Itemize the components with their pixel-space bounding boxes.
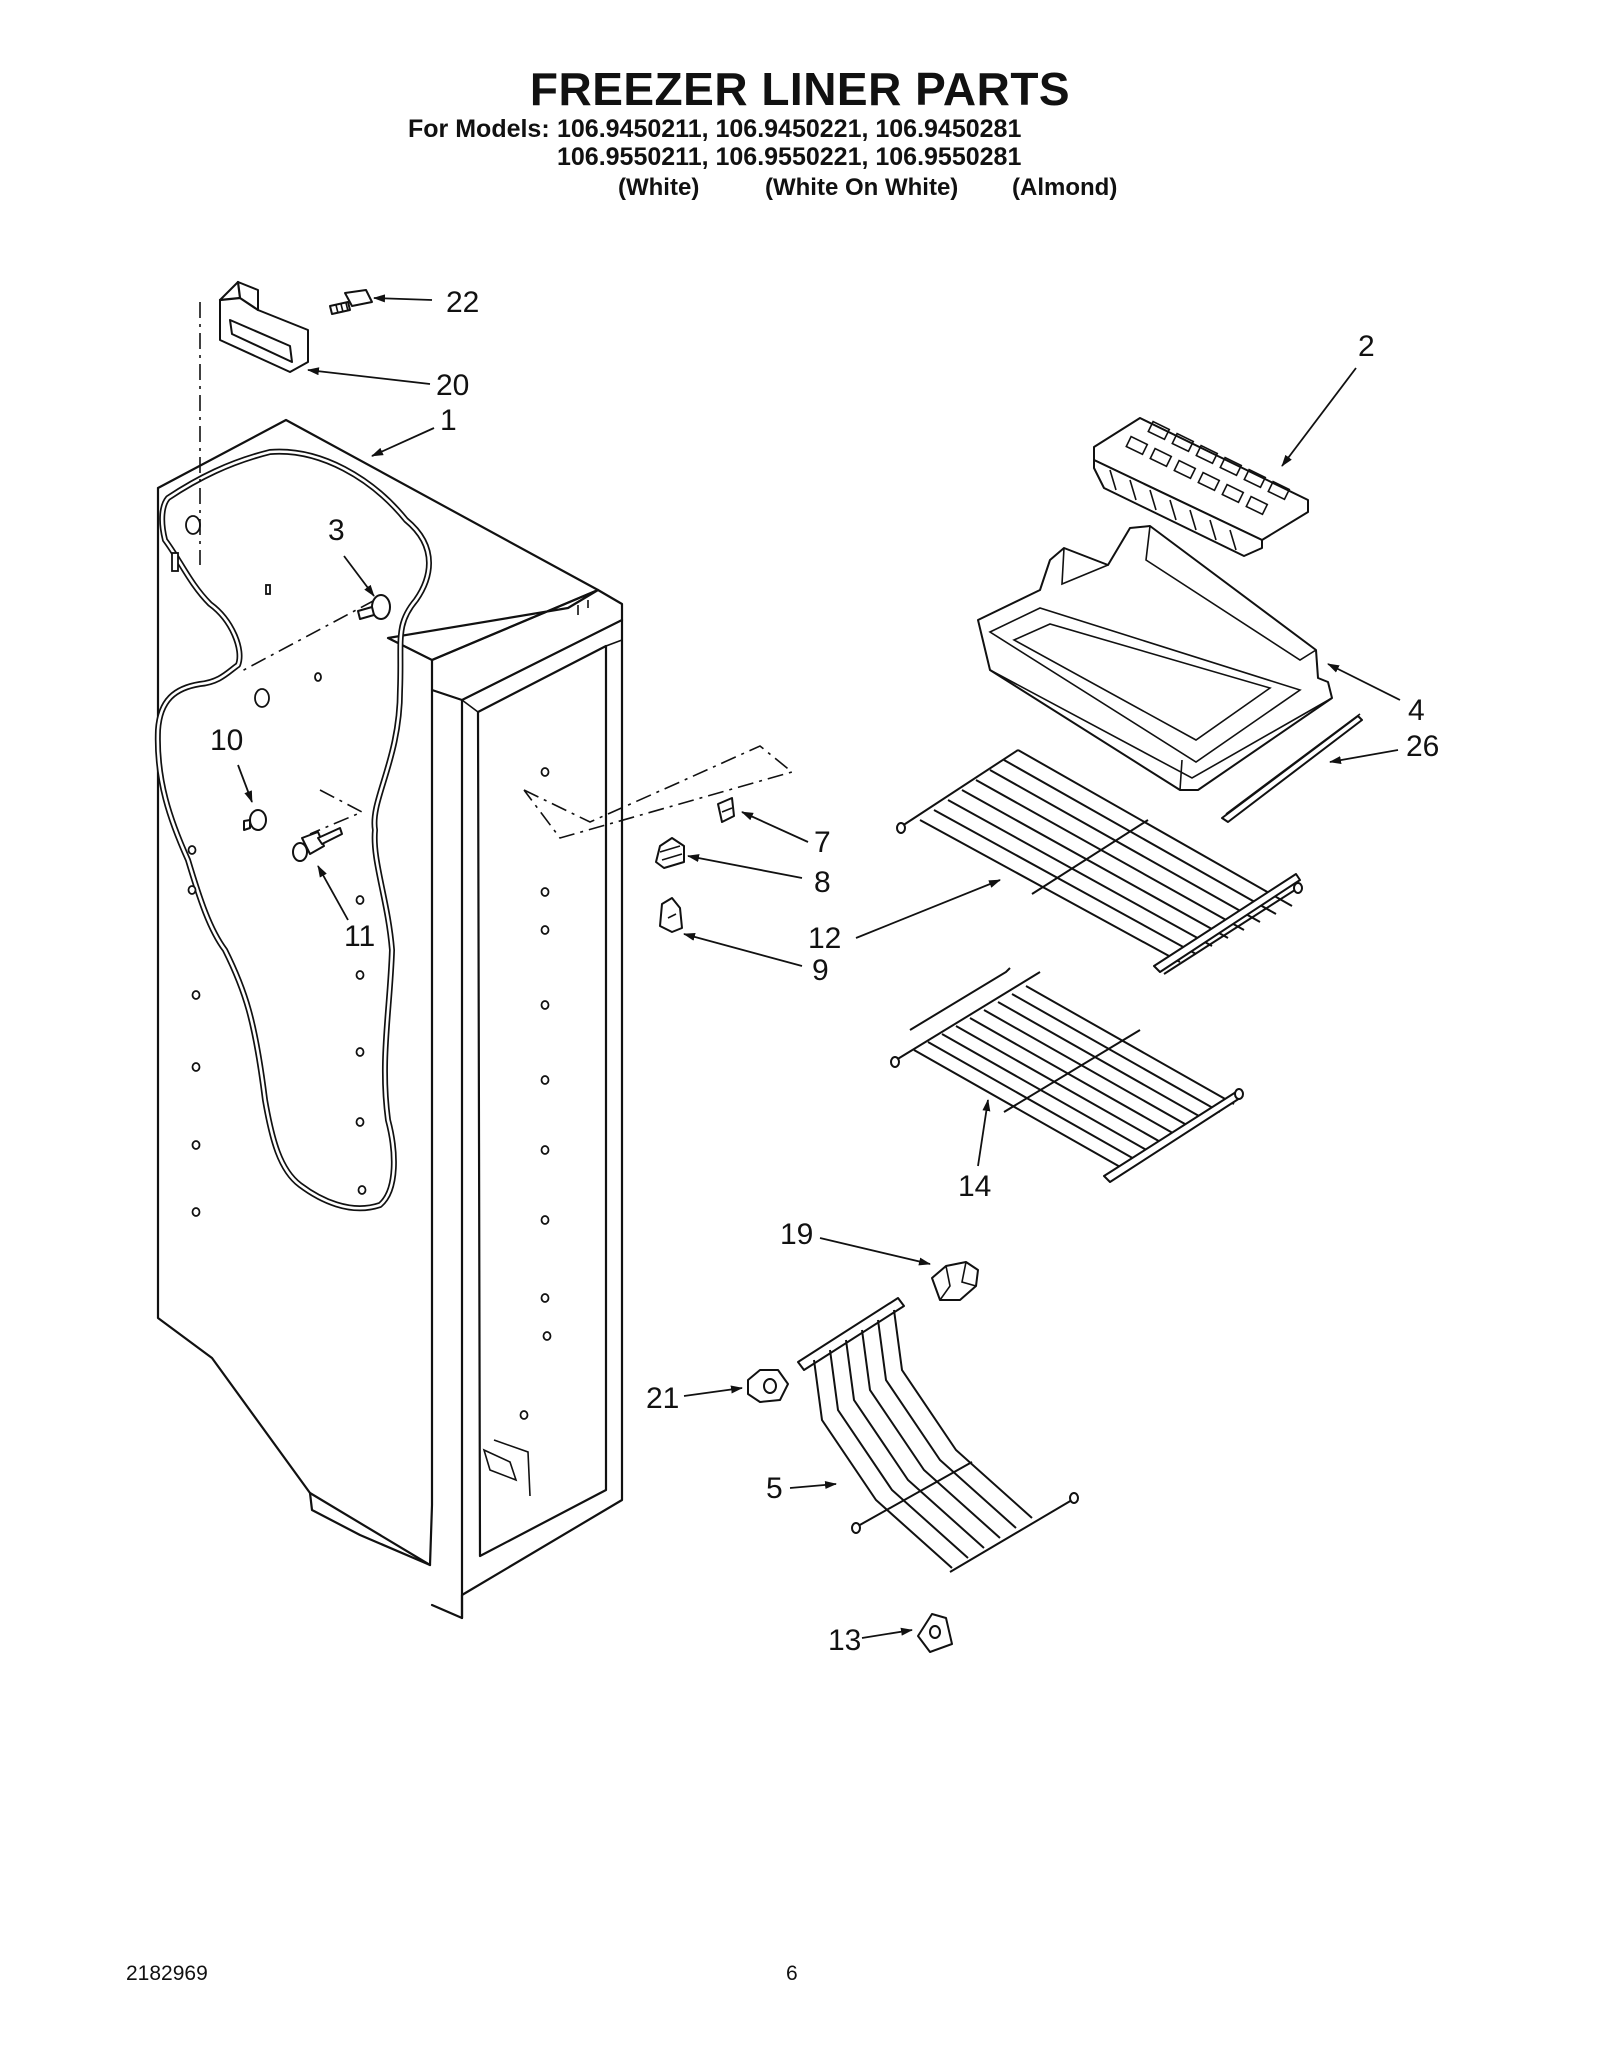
callout-14: 14 xyxy=(958,1170,991,1203)
document-number: 2182969 xyxy=(126,1962,208,1985)
color-label-white-on-white: (White On White) xyxy=(765,174,959,201)
pin-part-10 xyxy=(243,809,267,831)
callout-20: 20 xyxy=(436,369,469,402)
ice-bin-part-4 xyxy=(977,525,1333,791)
models-label: For Models: xyxy=(408,115,550,143)
wire-shelf-part-12 xyxy=(896,749,1303,975)
callout-1: 1 xyxy=(440,404,457,437)
freezer-liner xyxy=(154,302,794,1620)
color-label-white: (White) xyxy=(618,174,700,201)
page-number: 6 xyxy=(786,1962,798,1985)
color-label-almond: (Almond) xyxy=(1012,174,1118,201)
clip-part-8 xyxy=(655,837,685,869)
support-foot-part-13 xyxy=(917,1613,953,1653)
callout-3: 3 xyxy=(328,514,345,547)
callout-11: 11 xyxy=(344,920,375,953)
leader-lines xyxy=(237,294,1401,1639)
model-list-line-1: 106.9450211, 106.9450221, 106.9450281 xyxy=(557,115,1022,143)
clip-part-9 xyxy=(659,897,683,933)
end-cap-part-19 xyxy=(931,1261,979,1301)
callout-2: 2 xyxy=(1358,330,1375,363)
page-title: FREEZER LINER PARTS xyxy=(529,63,1071,115)
wire-shelf-part-14 xyxy=(890,967,1244,1183)
callout-22: 21 xyxy=(646,1382,679,1415)
clip-part-7 xyxy=(717,797,735,823)
trim-strip-part-26 xyxy=(1221,713,1363,823)
callout-8: 8 xyxy=(814,866,831,899)
liner-mounting-holes xyxy=(171,515,552,1420)
callout-5: 5 xyxy=(766,1472,783,1505)
callout-13: 13 xyxy=(828,1624,861,1657)
callout-26: 26 xyxy=(1406,730,1439,763)
holder-part-11 xyxy=(292,827,343,862)
callout-9: 9 xyxy=(812,954,829,987)
ice-tray-part-2 xyxy=(1093,417,1309,557)
callout-19: 19 xyxy=(780,1218,813,1251)
callout-10: 10 xyxy=(210,724,243,757)
callout-4: 4 xyxy=(1408,694,1425,727)
end-cap-part-22 xyxy=(747,1369,789,1403)
plug-part-3 xyxy=(357,594,391,620)
sloped-rack-part-5 xyxy=(797,1297,1079,1573)
callout-21: 22 xyxy=(446,286,479,319)
callout-labels: 22 20 1 3 2 4 26 10 11 7 8 9 12 14 19 21… xyxy=(210,286,1439,1657)
callout-7: 7 xyxy=(814,826,831,859)
model-list-line-2: 106.9550211, 106.9550221, 106.9550281 xyxy=(557,143,1022,171)
bracket-part-20 xyxy=(218,280,309,373)
callout-12: 12 xyxy=(808,922,841,955)
screw-part-21 xyxy=(329,289,373,315)
